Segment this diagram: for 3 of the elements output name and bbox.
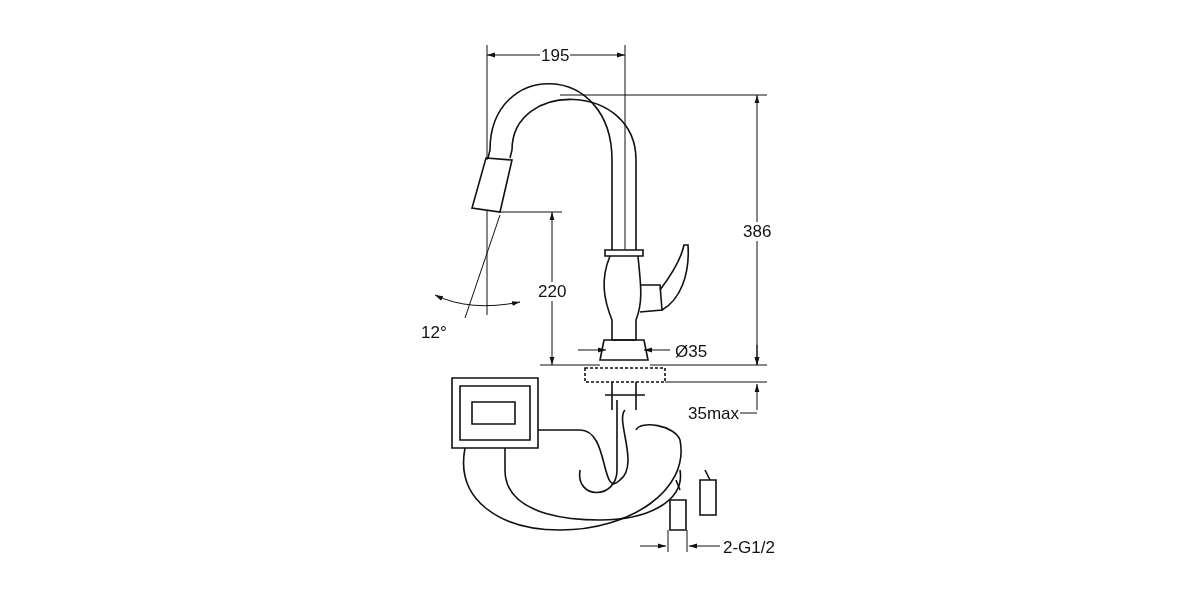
dimension-label: Ø35 [674,342,709,361]
dimension-label: 220 [537,282,568,301]
dimension-label: 386 [742,222,773,241]
